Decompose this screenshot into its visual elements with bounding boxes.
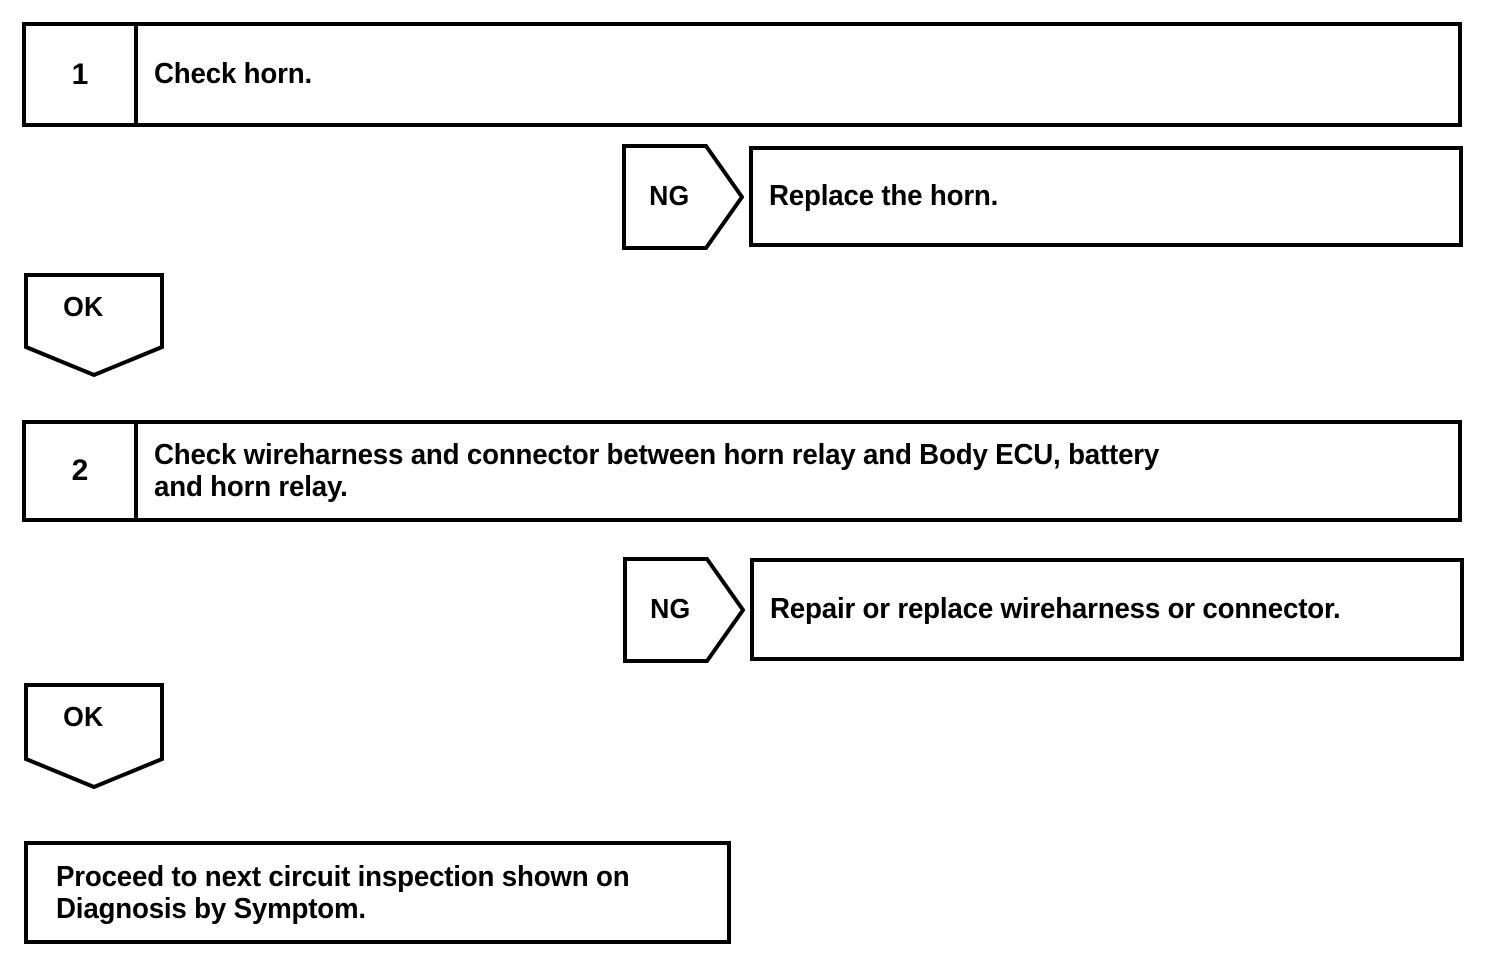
step-2-label: Check wireharness and connector between … [154,438,1160,503]
step-2-number: 2 [26,424,138,518]
step-1-label: Check horn. [154,58,312,91]
step-2-box: 2 Check wireharness and connector betwee… [22,420,1462,522]
step-1-ok-arrow: OK [24,273,164,377]
ok-pentagon-icon [24,683,164,789]
step-1-text-cell: Check horn. [138,26,1458,123]
step-1-ok-label: OK [63,291,104,322]
ok-pentagon-icon [24,273,164,377]
ng-pentagon-icon [623,557,745,663]
step-1-ng-action-label: Replace the horn. [769,180,999,213]
step-1-ng-arrow: NG [622,144,744,250]
ng-pentagon-icon [622,144,744,250]
terminal-box: Proceed to next circuit inspection shown… [24,841,731,944]
step-2-ok-arrow: OK [24,683,164,789]
step-1-number: 1 [26,26,138,123]
step-2-ng-action-box: Repair or replace wireharness or connect… [750,558,1464,661]
step-2-ok-label: OK [63,701,104,732]
step-2-text-cell: Check wireharness and connector between … [138,424,1458,518]
step-2-ng-action-label: Repair or replace wireharness or connect… [770,593,1341,626]
step-1-ng-label: NG [649,180,690,211]
step-2-ng-label: NG [650,593,691,624]
step-1-ng-action-box: Replace the horn. [749,146,1463,247]
step-1-box: 1 Check horn. [22,22,1462,127]
step-2-ng-arrow: NG [623,557,745,663]
terminal-label: Proceed to next circuit inspection shown… [56,861,630,926]
